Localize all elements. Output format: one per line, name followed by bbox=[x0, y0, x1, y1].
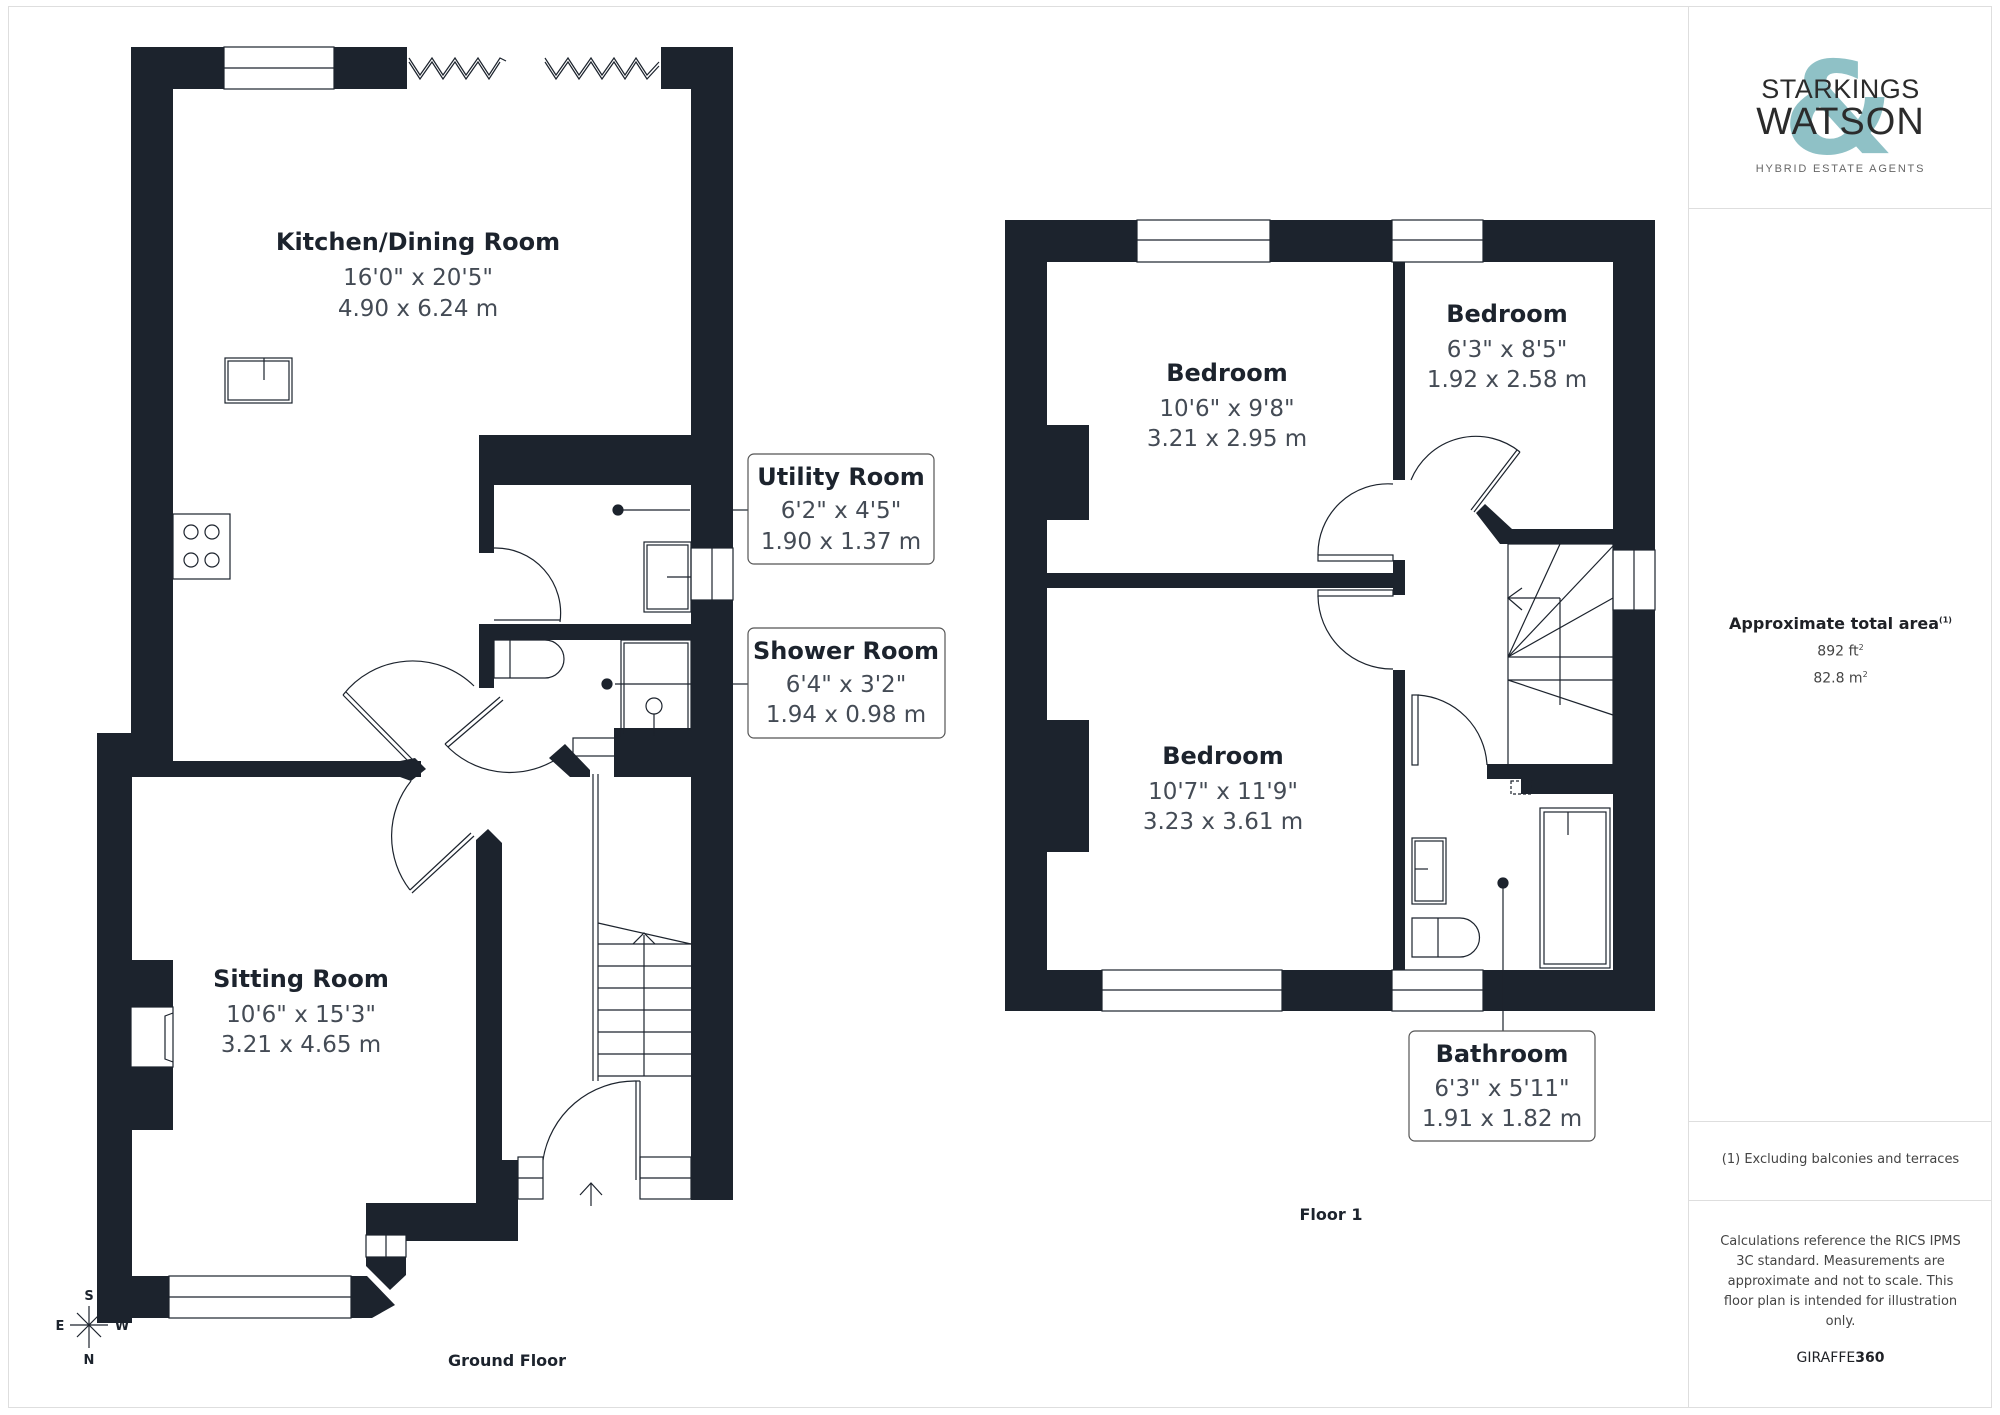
logo-line-1: STARKINGS bbox=[1761, 74, 1920, 104]
floor-label-floor-1: Floor 1 bbox=[1300, 1205, 1363, 1224]
floor-1-leader bbox=[1497, 877, 1509, 1031]
area-imperial: 892 ft2 bbox=[1689, 643, 1992, 660]
divider bbox=[1689, 1121, 1992, 1122]
logo-line-2: WATSON bbox=[1756, 101, 1925, 143]
shower-room-callout: Shower Room 6'4" x 3'2" 1.94 x 0.98 m bbox=[747, 627, 946, 739]
compass-n: N bbox=[84, 1353, 95, 1368]
room-metric-bathroom: 1.91 x 1.82 m bbox=[1422, 1106, 1582, 1132]
room-name-shower: Shower Room bbox=[753, 637, 939, 665]
room-name-kitchen: Kitchen/Dining Room bbox=[276, 228, 560, 256]
area-footnote-marker: (1) bbox=[1939, 615, 1952, 625]
total-area-section: Approximate total area(1) 892 ft2 82.8 m… bbox=[1689, 614, 1992, 686]
area-title: Approximate total area(1) bbox=[1689, 614, 1992, 633]
page-frame bbox=[8, 6, 1992, 1408]
floor-1-labels: Bedroom 10'6" x 9'8" 3.21 x 2.95 m Bedro… bbox=[1143, 300, 1587, 1224]
room-imperial-bedroom-2: 6'3" x 8'5" bbox=[1447, 337, 1568, 363]
room-imperial-shower: 6'4" x 3'2" bbox=[786, 672, 907, 698]
room-metric-shower: 1.94 x 0.98 m bbox=[766, 702, 926, 728]
room-imperial-bathroom: 6'3" x 5'11" bbox=[1434, 1076, 1569, 1102]
area-metric-sup: 2 bbox=[1862, 669, 1868, 679]
room-name-bedroom-3: Bedroom bbox=[1162, 742, 1284, 770]
agency-logo: & STARKINGS WATSON HYBRID ESTATE AGENTS bbox=[1689, 46, 1992, 184]
room-imperial-utility: 6'2" x 4'5" bbox=[781, 498, 902, 524]
compass-icon: S E W N bbox=[56, 1289, 130, 1368]
leader-lines bbox=[601, 504, 748, 690]
room-metric-bedroom-2: 1.92 x 2.58 m bbox=[1427, 367, 1587, 393]
footnote: (1) Excluding balconies and terraces bbox=[1721, 1152, 1960, 1167]
room-imperial-bedroom-1: 10'6" x 9'8" bbox=[1159, 396, 1294, 422]
floor-1-fixtures bbox=[1317, 435, 1614, 969]
area-title-text: Approximate total area bbox=[1729, 614, 1940, 633]
room-imperial-kitchen: 16'0" x 20'5" bbox=[343, 265, 493, 291]
compass-w: W bbox=[115, 1319, 129, 1334]
room-name-sitting: Sitting Room bbox=[213, 965, 389, 993]
room-name-utility: Utility Room bbox=[757, 463, 925, 491]
compass-s: S bbox=[84, 1289, 93, 1304]
divider bbox=[1689, 1200, 1992, 1201]
room-name-bedroom-2: Bedroom bbox=[1446, 300, 1568, 328]
utility-room-callout: Utility Room 6'2" x 4'5" 1.90 x 1.37 m bbox=[747, 453, 935, 565]
area-imperial-sup: 2 bbox=[1858, 643, 1864, 652]
room-imperial-bedroom-3: 10'7" x 11'9" bbox=[1148, 779, 1298, 805]
info-sidebar: & STARKINGS WATSON HYBRID ESTATE AGENTS … bbox=[1688, 6, 1992, 1408]
room-metric-sitting: 3.21 x 4.65 m bbox=[221, 1032, 381, 1058]
room-metric-bedroom-1: 3.21 x 2.95 m bbox=[1147, 426, 1307, 452]
room-metric-kitchen: 4.90 x 6.24 m bbox=[338, 296, 498, 322]
disclaimer-text: Calculations reference the RICS IPMS 3C … bbox=[1720, 1234, 1961, 1329]
provider-logo: GIRAFFE360 bbox=[1689, 1350, 1992, 1366]
area-imperial-value: 892 ft bbox=[1817, 643, 1859, 660]
room-name-bathroom: Bathroom bbox=[1436, 1040, 1569, 1068]
room-metric-bedroom-3: 3.23 x 3.61 m bbox=[1143, 809, 1303, 835]
ground-floor-windows bbox=[168, 46, 734, 1319]
room-imperial-sitting: 10'6" x 15'3" bbox=[226, 1002, 376, 1028]
provider-suffix: 360 bbox=[1855, 1350, 1885, 1366]
room-metric-utility: 1.90 x 1.37 m bbox=[761, 529, 921, 555]
floor-1-windows bbox=[1101, 219, 1656, 1012]
ground-floor-fixtures bbox=[130, 357, 692, 1206]
compass-e: E bbox=[56, 1319, 65, 1334]
bifold-doors bbox=[408, 56, 660, 81]
bathroom-callout: Bathroom 6'3" x 5'11" 1.91 x 1.82 m bbox=[1408, 1030, 1596, 1142]
divider bbox=[1689, 208, 1992, 209]
ampersand-logo-icon: & bbox=[1782, 35, 1895, 184]
disclaimer-section: Calculations reference the RICS IPMS 3C … bbox=[1689, 1232, 1992, 1366]
ground-floor-labels: Kitchen/Dining Room 16'0" x 20'5" 4.90 x… bbox=[213, 228, 566, 1370]
logo-tagline: HYBRID ESTATE AGENTS bbox=[1755, 163, 1926, 175]
ground-floor-plan bbox=[97, 47, 733, 1323]
floor-label-ground: Ground Floor bbox=[448, 1351, 566, 1370]
room-name-bedroom-1: Bedroom bbox=[1166, 359, 1288, 387]
provider-prefix: GIRAFFE bbox=[1796, 1350, 1856, 1366]
area-metric: 82.8 m2 bbox=[1689, 670, 1992, 687]
area-metric-value: 82.8 m bbox=[1813, 670, 1863, 687]
